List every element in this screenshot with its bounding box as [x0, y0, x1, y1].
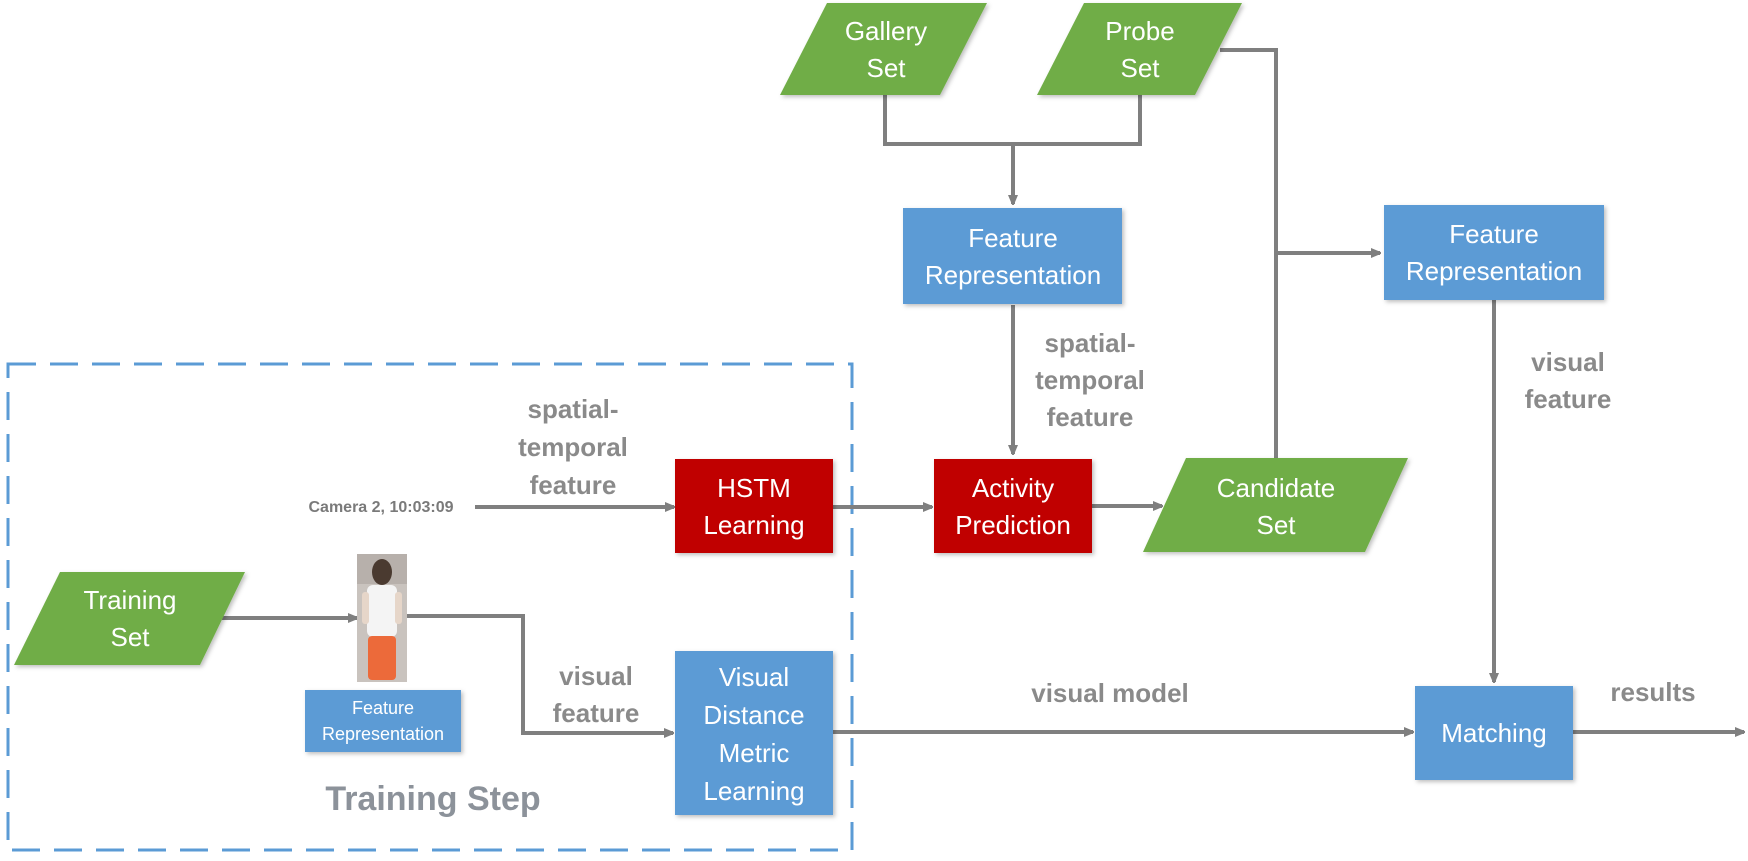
- feature-rep-center-label-2: Representation: [925, 260, 1101, 290]
- feature-rep-right-node: Feature Representation: [1384, 205, 1604, 300]
- gallery-set-node: Gallery Set: [780, 3, 987, 95]
- candidate-set-label-1: Candidate: [1217, 473, 1336, 503]
- gallery-to-merge-line: [883, 95, 1013, 146]
- spatial-temporal-top-2: temporal: [1035, 365, 1145, 395]
- hstm-learning-label-1: HSTM: [717, 473, 791, 503]
- feature-rep-center-node: Feature Representation: [903, 208, 1122, 304]
- candidate-set-label-2: Set: [1256, 510, 1296, 540]
- connectors: [222, 48, 1744, 733]
- training-step-title: Training Step: [325, 780, 540, 818]
- hstm-learning-node: HSTM Learning: [675, 459, 833, 553]
- person-walking-image: [357, 554, 407, 682]
- matching-label: Matching: [1441, 718, 1547, 748]
- spatial-temporal-top-3: feature: [1047, 402, 1134, 432]
- probe-to-right-line: [1220, 48, 1278, 458]
- gallery-set-label-1: Gallery: [845, 16, 927, 46]
- results-label: results: [1610, 677, 1695, 707]
- label-spatial-temporal-left: spatial- temporal feature: [518, 394, 628, 500]
- matching-node: Matching: [1415, 686, 1573, 780]
- feature-rep-right-label-1: Feature: [1449, 219, 1539, 249]
- visual-feature-left-2: feature: [553, 698, 640, 728]
- person-to-visual-distance-arrow: [407, 614, 673, 733]
- visual-distance-label-1: Visual: [719, 662, 789, 692]
- training-set-label-1: Training: [84, 585, 177, 615]
- visual-distance-label-4: Learning: [703, 776, 804, 806]
- probe-set-label-2: Set: [1120, 53, 1160, 83]
- spatial-temporal-left-3: feature: [530, 470, 617, 500]
- activity-prediction-label-2: Prediction: [955, 510, 1071, 540]
- visual-feature-right-2: feature: [1525, 384, 1612, 414]
- label-spatial-temporal-top: spatial- temporal feature: [1035, 328, 1145, 432]
- feature-rep-small-label-2: Representation: [322, 724, 444, 744]
- probe-to-merge-line: [1013, 95, 1142, 146]
- label-visual-feature-right: visual feature: [1525, 347, 1612, 414]
- visual-distance-label-2: Distance: [703, 700, 804, 730]
- label-visual-feature-left: visual feature: [553, 661, 640, 728]
- spatial-temporal-top-1: spatial-: [1044, 328, 1135, 358]
- feature-rep-small-label-1: Feature: [352, 698, 414, 718]
- training-set-label-2: Set: [110, 622, 150, 652]
- training-set-node: Training Set: [14, 572, 245, 665]
- visual-feature-left-1: visual: [559, 661, 633, 691]
- visual-feature-right-1: visual: [1531, 347, 1605, 377]
- activity-prediction-label-1: Activity: [972, 473, 1054, 503]
- feature-rep-center-label-1: Feature: [968, 223, 1058, 253]
- probe-set-node: Probe Set: [1037, 3, 1242, 95]
- gallery-set-label-2: Set: [866, 53, 906, 83]
- candidate-set-node: Candidate Set: [1143, 458, 1408, 552]
- probe-set-label-1: Probe: [1105, 16, 1174, 46]
- camera-caption: Camera 2, 10:03:09: [309, 499, 454, 516]
- spatial-temporal-left-2: temporal: [518, 432, 628, 462]
- visual-model-label: visual model: [1031, 678, 1189, 708]
- visual-distance-label-3: Metric: [719, 738, 790, 768]
- visual-distance-node: Visual Distance Metric Learning: [675, 651, 833, 815]
- activity-prediction-node: Activity Prediction: [934, 459, 1092, 553]
- spatial-temporal-left-1: spatial-: [527, 394, 618, 424]
- hstm-learning-label-2: Learning: [703, 510, 804, 540]
- training-step-region: [6, 362, 854, 852]
- feature-rep-small-node: Feature Representation: [305, 690, 461, 752]
- feature-rep-right-label-2: Representation: [1406, 256, 1582, 286]
